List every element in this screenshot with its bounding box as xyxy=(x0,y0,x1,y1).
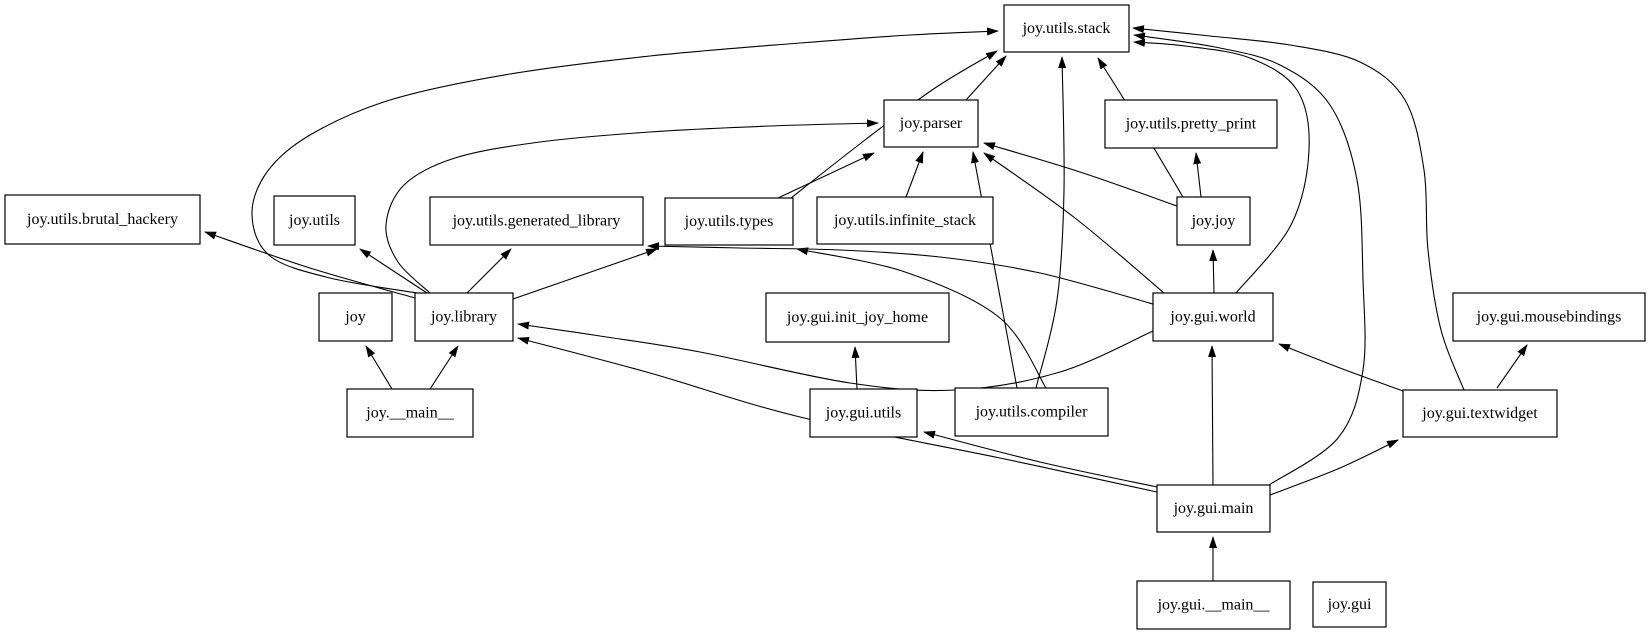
node-label-joy.library: joy.library xyxy=(430,309,497,326)
edge-joy.gui.textwidget-to-joy.gui.mousebindings xyxy=(1496,344,1528,389)
edge-joy.library-to-joy.utils.stack xyxy=(251,27,999,294)
node-joy.utils.generated_library: joy.utils.generated_library xyxy=(429,196,644,246)
node-label-joy.gui.world: joy.gui.world xyxy=(1169,309,1255,326)
node-box-joy xyxy=(318,292,393,342)
node-box-joy.utils xyxy=(273,195,356,246)
edge-joy.utils.compiler-to-joy.utils.stack xyxy=(1035,56,1067,389)
edge-joy.joy-to-joy.utils.pretty_print xyxy=(1193,152,1202,198)
node-box-joy.utils.stack xyxy=(1003,4,1130,53)
node-joy.gui.__main__: joy.gui.__main__ xyxy=(1136,580,1291,630)
node-label-joy.utils.pretty_print: joy.utils.pretty_print xyxy=(1125,116,1257,133)
node-label-joy.joy: joy.joy xyxy=(1191,213,1236,230)
node-label-joy: joy xyxy=(344,309,365,326)
node-box-joy.gui xyxy=(1312,581,1387,628)
edge-joy.gui.world-to-joy.parser xyxy=(983,152,1165,294)
node-joy.gui.textwidget: joy.gui.textwidget xyxy=(1402,389,1558,438)
edge-joy.gui.main-to-joy.library xyxy=(517,336,1158,493)
edge-joy.gui.main-to-joy.gui.utils xyxy=(923,430,1158,488)
node-label-joy.utils.generated_library: joy.utils.generated_library xyxy=(452,213,621,230)
edge-joy.gui.world-to-joy.joy xyxy=(1209,249,1218,294)
node-joy.joy: joy.joy xyxy=(1176,196,1251,246)
node-label-joy.gui.main: joy.gui.main xyxy=(1173,500,1254,517)
node-label-joy.gui.utils: joy.gui.utils xyxy=(825,405,901,422)
edge-joy.gui.main-to-joy.utils.stack xyxy=(1133,32,1366,486)
node-label-joy.gui.textwidget: joy.gui.textwidget xyxy=(1421,405,1538,422)
node-box-joy.joy xyxy=(1176,196,1251,246)
node-box-joy.gui.textwidget xyxy=(1402,389,1558,438)
node-label-joy.gui.init_joy_home: joy.gui.init_joy_home xyxy=(786,309,928,326)
node-joy.gui.init_joy_home: joy.gui.init_joy_home xyxy=(765,292,950,343)
edge-joy.utils.compiler-to-joy.utils.types xyxy=(796,247,1047,389)
edge-joy.gui.world-to-joy.library xyxy=(517,321,1154,392)
edge-joy.library-to-joy.utils xyxy=(359,248,428,294)
node-joy.library: joy.library xyxy=(414,292,514,342)
node-box-joy.parser xyxy=(883,99,979,148)
edge-joy.gui.main-to-joy.gui.textwidget xyxy=(1269,439,1399,496)
node-joy.utils.types: joy.utils.types xyxy=(664,197,794,246)
node-box-joy.utils.types xyxy=(664,197,794,246)
node-joy.gui.main: joy.gui.main xyxy=(1156,484,1271,533)
node-joy.utils: joy.utils xyxy=(273,195,356,246)
node-joy.gui.utils: joy.gui.utils xyxy=(809,388,918,438)
node-joy.utils.stack: joy.utils.stack xyxy=(1003,4,1130,53)
node-label-joy.gui.mousebindings: joy.gui.mousebindings xyxy=(1476,309,1622,326)
node-joy.gui.mousebindings: joy.gui.mousebindings xyxy=(1452,292,1646,342)
edge-joy.library-to-joy.utils.types xyxy=(512,248,658,300)
node-label-joy.utils.types: joy.utils.types xyxy=(684,213,774,230)
node-box-joy.utils.brutal_hackery xyxy=(4,194,201,245)
edge-joy.utils.compiler-to-joy.parser xyxy=(971,151,1018,389)
node-label-joy.utils.compiler: joy.utils.compiler xyxy=(975,404,1089,421)
edge-joy.gui.textwidget-to-joy.gui.world xyxy=(1278,343,1404,392)
node-box-joy.utils.infinite_stack xyxy=(816,196,994,245)
node-label-joy.utils.infinite_stack: joy.utils.infinite_stack xyxy=(833,212,976,229)
edge-joy.gui.world-to-joy.utils.stack xyxy=(1133,38,1310,294)
node-joy.utils.pretty_print: joy.utils.pretty_print xyxy=(1104,99,1278,149)
node-box-joy.gui.main xyxy=(1156,484,1271,533)
node-label-joy.gui.__main__: joy.gui.__main__ xyxy=(1157,597,1271,614)
node-box-joy.__main__ xyxy=(346,388,474,438)
edge-joy.gui.utils-to-joy.gui.init_joy_home xyxy=(851,346,860,390)
node-label-joy.parser: joy.parser xyxy=(899,115,963,132)
node-joy.parser: joy.parser xyxy=(883,99,979,148)
node-label-joy.__main__: joy.__main__ xyxy=(365,405,454,422)
node-joy.gui.world: joy.gui.world xyxy=(1152,292,1274,342)
node-label-joy.utils.brutal_hackery: joy.utils.brutal_hackery xyxy=(26,211,178,228)
edge-joy.library-to-joy.utils.generated_library xyxy=(466,248,512,294)
edge-joy.gui.world-to-joy.utils.generated_library xyxy=(647,242,1154,305)
node-box-joy.utils.pretty_print xyxy=(1104,99,1278,149)
edge-joy.library-to-joy.utils.brutal_hackery xyxy=(204,231,416,299)
node-box-joy.library xyxy=(414,292,514,342)
nodes-layer: joy.utils.stack joy.parser joy.utils.prett… xyxy=(4,4,1646,630)
node-label-joy.utils: joy.utils xyxy=(288,212,340,229)
edge-joy.joy-to-joy.parser xyxy=(983,142,1178,207)
node-box-joy.gui.world xyxy=(1152,292,1274,342)
edge-joy.__main__-to-joy xyxy=(365,345,393,390)
node-joy.gui: joy.gui xyxy=(1312,581,1387,628)
edge-joy.utils.infinite_stack-to-joy.parser xyxy=(905,151,924,198)
edge-joy.utils.types-to-joy.parser xyxy=(777,152,875,199)
node-joy.utils.brutal_hackery: joy.utils.brutal_hackery xyxy=(4,194,201,245)
node-joy: joy xyxy=(318,292,393,342)
edges-layer xyxy=(204,25,1528,581)
node-label-joy.gui: joy.gui xyxy=(1327,596,1372,613)
edge-joy.gui.main-to-joy.gui.world xyxy=(1208,345,1217,486)
node-label-joy.utils.stack: joy.utils.stack xyxy=(1022,20,1111,37)
node-joy.__main__: joy.__main__ xyxy=(346,388,474,438)
node-box-joy.gui.__main__ xyxy=(1136,580,1291,630)
edge-joy.parser-to-joy.utils.stack xyxy=(965,55,1007,101)
node-joy.utils.compiler: joy.utils.compiler xyxy=(954,387,1109,437)
node-box-joy.utils.generated_library xyxy=(429,196,644,246)
edge-joy.__main__-to-joy.library xyxy=(429,345,459,390)
node-joy.utils.infinite_stack: joy.utils.infinite_stack xyxy=(816,196,994,245)
edge-joy.gui.textwidget-to-joy.utils.stack xyxy=(1132,25,1465,391)
edge-joy.library-to-joy.parser xyxy=(385,119,879,294)
node-box-joy.gui.mousebindings xyxy=(1452,292,1646,342)
node-box-joy.gui.init_joy_home xyxy=(765,292,950,343)
node-box-joy.gui.utils xyxy=(809,388,918,438)
node-box-joy.utils.compiler xyxy=(954,387,1109,437)
